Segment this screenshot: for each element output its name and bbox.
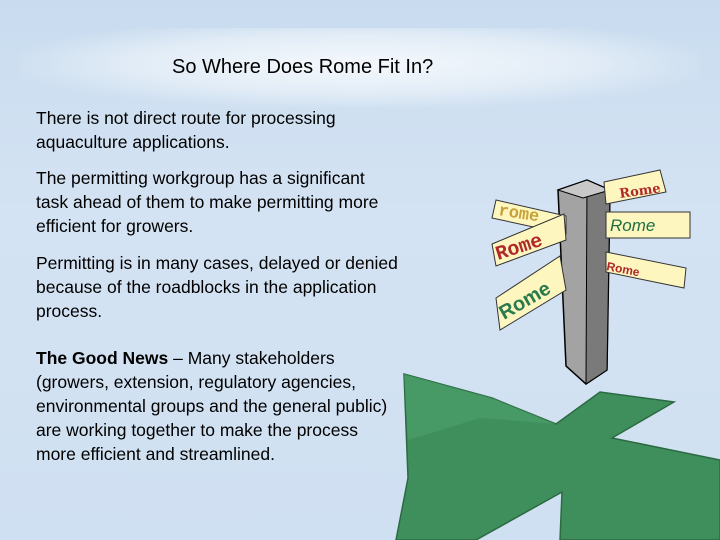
- slide-title: So Where Does Rome Fit In?: [172, 56, 434, 78]
- paragraph-good-news: The Good News – Many stakeholders (growe…: [36, 346, 396, 466]
- sign-right-mid: Rome: [605, 211, 691, 239]
- good-news-lead: The Good News: [36, 348, 169, 368]
- sign-right-mid-label: Rome: [610, 216, 655, 235]
- sign-right-bottom: Rome: [605, 251, 687, 289]
- paragraph-no-direct-route: There is not direct route for processing…: [36, 108, 336, 152]
- sign-left-mid-label: Rome: [493, 230, 546, 267]
- sign-right-top-label: Rome: [618, 181, 661, 202]
- signpost-pole: [556, 179, 612, 385]
- sign-right-top: Rome: [603, 169, 667, 205]
- paragraph-roadblocks: Permitting is in many cases, delayed or …: [36, 253, 398, 321]
- sign-left-bottom: Rome: [495, 255, 567, 331]
- crossroad-shape: [395, 373, 720, 540]
- sign-left-top-label: rome: [497, 202, 540, 227]
- sign-right-bottom-label: Rome: [605, 259, 641, 279]
- paragraph-workgroup: The permitting workgroup has a significa…: [36, 168, 379, 236]
- title-highlight: [20, 28, 700, 108]
- good-news-text: – Many stakeholders (growers, extension,…: [36, 348, 388, 464]
